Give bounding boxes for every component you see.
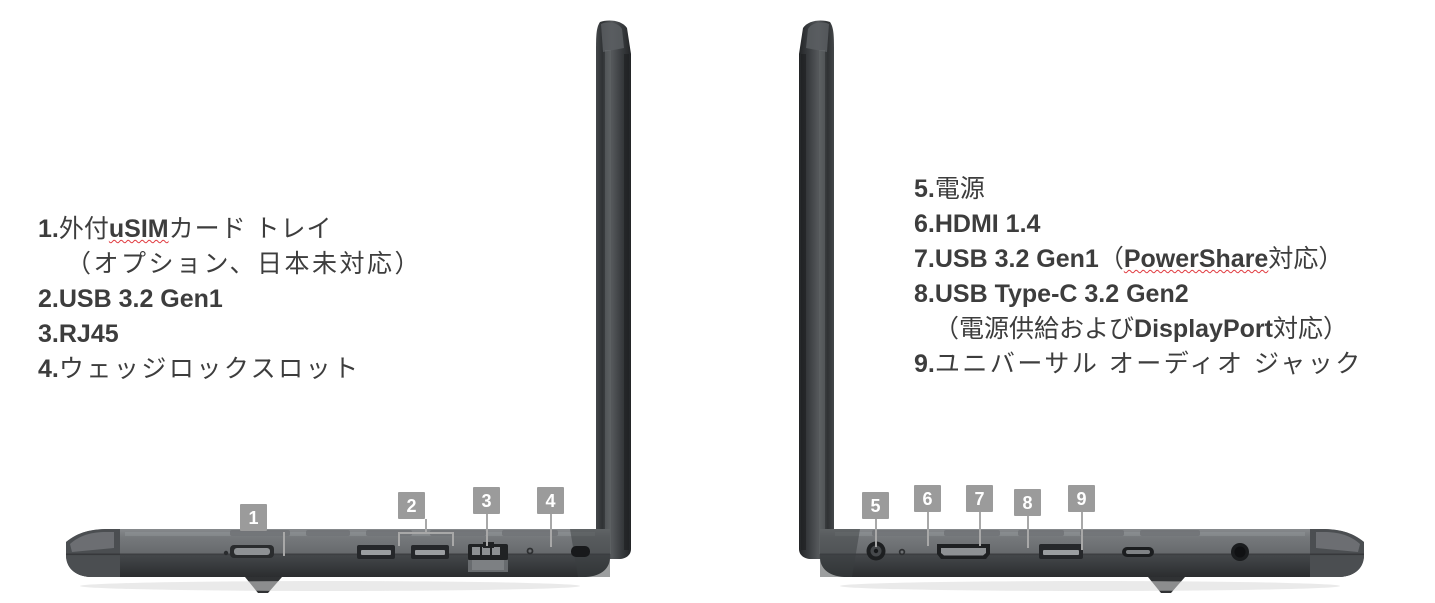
callout-badge-5[interactable]: 5 [862,492,889,519]
list-item: 2.USB 3.2 Gen1 [38,282,422,317]
callout-badge-4[interactable]: 4 [537,487,564,514]
list-item-label: HDMI 1.4 [934,210,1041,238]
callout-badge-2[interactable]: 2 [398,492,425,519]
list-item: 8.USB Type-C 3.2 Gen2 [914,277,1363,312]
right-callout-text-list: 5.電源 6.HDMI 1.4 7.USB 3.2 Gen1（PowerShar… [914,172,1363,382]
usb-a-port [1039,544,1083,559]
leader-line-8 [1027,516,1029,548]
laptop-left-illustration [66,20,631,593]
leader-line-5 [875,519,877,547]
laptop-left-side-view: 1 2 3 4 [30,14,640,594]
left-callout-text-list: 1.外付uSIMカード トレイ （オプション、日本未対応） 2.USB 3.2 … [38,212,422,387]
list-item-sub: （オプション、日本未対応） [38,247,422,282]
list-item-label: RJ45 [58,320,119,348]
leader-line-1 [283,532,285,556]
laptop-right-illustration [799,20,1364,593]
port-group [866,541,1249,561]
callout-badge-3[interactable]: 3 [473,487,500,514]
paren-open: （ [1098,245,1124,273]
list-item-number: 8. [914,280,935,308]
wedge-lock-slot [571,546,590,557]
list-item-label-jp: 外付 [58,215,109,243]
list-item-number: 6. [914,210,935,238]
usim-tray-port [223,545,274,558]
display-lid [596,20,631,559]
display-lid [799,20,834,559]
leader-line-3 [486,514,488,546]
hdmi-port [937,544,990,559]
callout-badge-9[interactable]: 9 [1068,485,1095,512]
list-item-number: 1. [38,215,59,243]
list-item-sub-label-jp: （電源供給および [934,315,1135,343]
leader-line-2-right [452,532,454,546]
list-item-label: ユニバーサル オーディオ ジャック [934,350,1363,378]
list-item-number: 4. [38,355,59,383]
rj45-port [468,542,508,572]
callout-badge-8[interactable]: 8 [1014,489,1041,516]
list-item: 6.HDMI 1.4 [914,207,1363,242]
callout-badge-7[interactable]: 7 [966,485,993,512]
list-item: 9.ユニバーサル オーディオ ジャック [914,347,1363,382]
usb-c-port [1122,547,1154,557]
callout-badge-6[interactable]: 6 [914,485,941,512]
list-item-sub-label-displayport: DisplayPort [1134,315,1273,343]
list-item-label: ウェッジロックスロット [58,355,361,383]
list-item-label: USB 3.2 Gen1 [58,285,223,313]
list-item: 7.USB 3.2 Gen1（PowerShare対応） [914,242,1363,277]
leader-line-4 [550,514,552,547]
list-item-sub: （電源供給およびDisplayPort対応） [914,312,1363,347]
laptop-right-side-view: 5 6 7 8 9 [790,14,1400,594]
audio-jack [1231,543,1249,561]
leader-line-6 [927,512,929,546]
list-item-number: 3. [38,320,59,348]
laptop-base [820,529,1364,593]
list-item-label-tail: 対応） [1268,245,1344,273]
list-item: 3.RJ45 [38,317,422,352]
power-jack [866,541,886,561]
list-item-number: 7. [914,245,935,273]
list-item-label: USB 3.2 Gen1 [934,245,1099,273]
leader-line-9 [1081,512,1083,550]
list-item-label: USB Type-C 3.2 Gen2 [934,280,1189,308]
usb-a-port-1 [357,545,395,559]
leader-line-2-stem [425,519,427,533]
usb-a-port-2 [411,545,449,559]
leader-line-2-left [398,532,400,546]
list-item: 1.外付uSIMカード トレイ [38,212,422,247]
list-item: 4.ウェッジロックスロット [38,352,422,387]
list-item-label-powershare: PowerShare [1123,245,1269,273]
list-item-number: 2. [38,285,59,313]
list-item-label: 電源 [934,175,985,203]
list-item: 5.電源 [914,172,1363,207]
list-item-sub-label: （オプション、日本未対応） [66,250,423,278]
list-item-number: 9. [914,350,935,378]
list-item-label-jp-tail: カード トレイ [168,215,333,243]
list-item-sub-label-tail: 対応） [1272,315,1348,343]
callout-badge-1[interactable]: 1 [240,504,267,531]
leader-line-7 [979,512,981,546]
list-item-number: 5. [914,175,935,203]
list-item-label-usim: uSIM [108,215,169,243]
port-group [223,542,590,572]
